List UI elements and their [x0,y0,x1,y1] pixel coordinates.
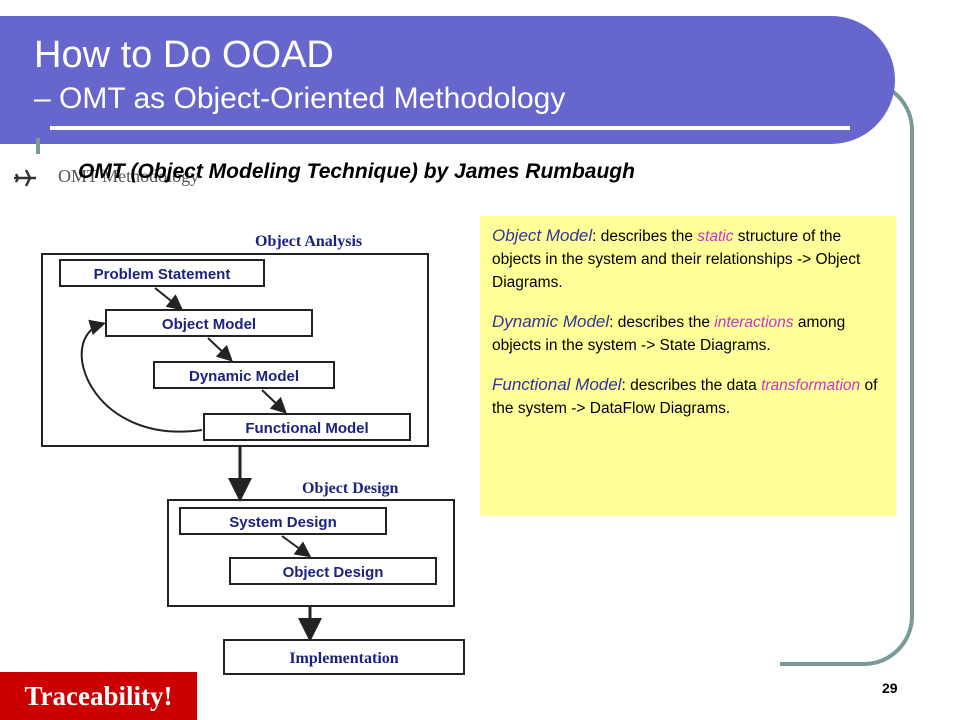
dynamic-model-label: Dynamic Model [189,368,299,385]
arrow-dynamic-to-functional [261,389,287,414]
implementation-box [223,639,465,675]
object-design-box [229,557,437,585]
analysis-heading: Object Analysis [255,233,362,250]
header-bar [0,16,895,144]
functional-model-label: Functional Model [245,420,368,437]
arrow-object-to-dynamic [207,337,233,362]
dynamic-model-box [153,361,335,389]
model-descriptions-box: Object Model: describes the static struc… [480,216,896,516]
problem-statement-box [59,259,265,287]
dynamic-model-description: Dynamic Model: describes the interaction… [492,312,846,354]
implementation-label: Implementation [289,650,398,667]
object-model-description: Object Model: describes the static struc… [492,226,861,291]
slide-subtitle-line: – OMT as Object-Oriented Methodology [34,82,566,115]
airplane-icon [14,169,36,187]
functional-model-box [203,413,411,441]
problem-statement-label: Problem Statement [94,266,231,283]
system-design-box [179,507,387,535]
omt-diagram: Object Analysis Problem Statement Object… [41,233,465,675]
functional-model-description: Functional Model: describes the data tra… [492,375,878,417]
object-model-box [105,309,313,337]
page-number: 29 [882,680,898,696]
arrow-problem-to-object [154,287,184,311]
feedback-loop-arrow [80,319,203,433]
background-heading: OMT Methodology [58,166,200,186]
analysis-group-box [41,253,429,447]
system-design-label: System Design [229,514,337,531]
design-heading: Object Design [302,480,399,497]
arrow-system-to-object-design [281,535,312,558]
title-underline [50,126,850,130]
slide-title: How to Do OOAD [34,34,334,76]
traceability-label: Traceability! [0,672,197,720]
section-heading: OMT (Object Modeling Technique) by James… [78,160,635,183]
object-model-label: Object Model [162,316,256,333]
object-design-label: Object Design [283,564,384,581]
decorative-tick [36,138,40,154]
